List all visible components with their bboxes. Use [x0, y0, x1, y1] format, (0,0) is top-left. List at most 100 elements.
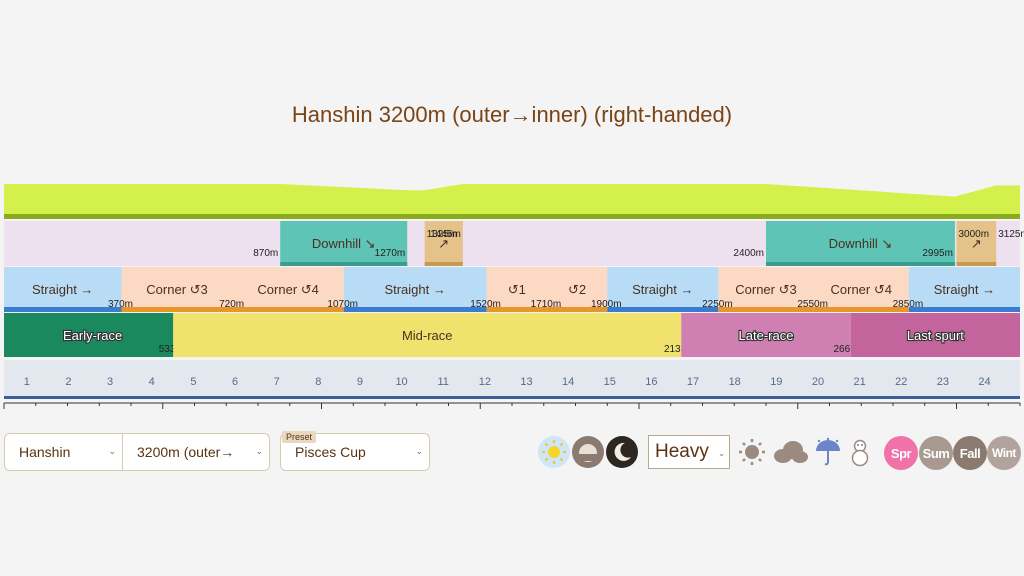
- season-spring-button[interactable]: Spr: [884, 436, 918, 470]
- slope-marker: 870m: [253, 248, 278, 259]
- track-section-underline: [908, 307, 1020, 312]
- track-section-underline: [343, 307, 487, 312]
- ground-condition-select[interactable]: Heavy ⌄: [648, 435, 730, 469]
- season-winter-label: Wint: [992, 446, 1016, 460]
- season-summer-label: Sum: [922, 445, 950, 461]
- phase-marker: 2667m: [833, 344, 864, 355]
- lap-number: 8: [315, 376, 321, 388]
- track-select[interactable]: Hanshin ⌄: [4, 433, 123, 471]
- lap-number: 7: [274, 376, 280, 388]
- slope-marker: 1445m: [430, 229, 461, 240]
- slope-segment-underline: [424, 262, 463, 266]
- track-section: [121, 267, 233, 312]
- track-marker: 2850m: [893, 299, 924, 310]
- season-summer-button[interactable]: Sum: [919, 436, 953, 470]
- track-section-label: Corner ↺4: [257, 282, 318, 297]
- lap-number: 3: [107, 376, 113, 388]
- phase-marker: 2133m: [664, 344, 695, 355]
- weather-cloudy-button[interactable]: [771, 436, 809, 468]
- preset-select-value: Pisces Cup: [295, 444, 366, 460]
- course-select[interactable]: 3200m (outer→ ⌄: [122, 433, 270, 471]
- preset-label: Preset: [282, 431, 317, 443]
- lap-number: 15: [604, 376, 616, 388]
- track-marker: 1070m: [327, 299, 358, 310]
- track-section-underline: [813, 307, 909, 312]
- lap-number: 5: [190, 376, 196, 388]
- track-section-label: Straight →: [384, 282, 445, 297]
- umbrella-icon: [816, 437, 840, 466]
- phase-segment: [681, 313, 851, 357]
- track-section: [718, 267, 814, 312]
- track-section: [813, 267, 909, 312]
- lap-number: 19: [770, 376, 782, 388]
- slope-segment-underline: [280, 262, 408, 266]
- track-section-underline: [121, 307, 233, 312]
- season-winter-button[interactable]: Wint: [987, 436, 1021, 470]
- track-section-label: Corner ↺3: [735, 282, 796, 297]
- track-section-label: Straight →: [934, 282, 995, 297]
- lap-number: 17: [687, 376, 699, 388]
- track-marker: 2250m: [702, 299, 733, 310]
- chevron-down-icon: ⌄: [108, 446, 116, 456]
- track-section: [4, 267, 122, 312]
- phase-segment: [173, 313, 682, 357]
- track-section-label: ↺2: [568, 282, 586, 297]
- lap-number: 21: [853, 376, 865, 388]
- track-section-underline: [486, 307, 547, 312]
- lap-number: 24: [978, 376, 990, 388]
- track-section: [908, 267, 1020, 312]
- slope-label: ↗: [438, 236, 449, 251]
- track-section-underline: [607, 307, 719, 312]
- track-section: [607, 267, 719, 312]
- lap-number: 9: [357, 376, 363, 388]
- lap-number: 2: [65, 376, 71, 388]
- track-section-underline: [718, 307, 814, 312]
- slope-marker: 2995m: [922, 248, 953, 259]
- lap-number: 14: [562, 376, 574, 388]
- slope-label: Downhill ↘: [312, 236, 376, 251]
- track-marker: 1520m: [470, 299, 501, 310]
- slope-label: Downhill ↘: [829, 236, 893, 251]
- track-section-underline: [546, 307, 608, 312]
- season-fall-button[interactable]: Fall: [953, 436, 987, 470]
- track-marker: 2550m: [797, 299, 828, 310]
- chevron-down-icon: ⌄: [718, 449, 725, 458]
- track-section-label: ↺1: [508, 282, 526, 297]
- track-marker: 1710m: [531, 299, 562, 310]
- track-section-underline: [4, 307, 122, 312]
- track-section-label: Corner ↺3: [146, 282, 207, 297]
- slope-marker: 1325m: [427, 229, 458, 240]
- track-section-underline: [232, 307, 344, 312]
- sun-icon: [739, 439, 765, 465]
- evening-button[interactable]: [572, 436, 604, 468]
- slope-marker: 2400m: [733, 248, 764, 259]
- daytime-button[interactable]: [538, 436, 570, 468]
- track-section: [486, 267, 547, 312]
- track-section: [546, 267, 608, 312]
- lap-number: 22: [895, 376, 907, 388]
- track-section: [232, 267, 344, 312]
- weather-sunny-button[interactable]: [736, 436, 768, 468]
- track-marker: 370m: [108, 299, 133, 310]
- slope-marker: 3125m: [998, 229, 1024, 240]
- slope-segment-underline: [956, 262, 997, 266]
- lap-number: 10: [395, 376, 407, 388]
- phase-segment: [4, 313, 174, 357]
- ground-condition-value: Heavy: [655, 441, 709, 462]
- track-section-label: Corner ↺4: [831, 282, 892, 297]
- night-button[interactable]: [606, 436, 638, 468]
- weather-rainy-button[interactable]: [812, 436, 844, 468]
- slope-marker: 1270m: [375, 248, 406, 259]
- lap-row-underline: [4, 396, 1020, 399]
- slope-segment-underline: [766, 262, 955, 266]
- snowman-icon: [851, 439, 869, 467]
- phase-marker: 533m: [159, 344, 184, 355]
- sunset-icon: [578, 444, 598, 462]
- weather-snowy-button[interactable]: [844, 436, 876, 468]
- lap-number: 13: [520, 376, 532, 388]
- lap-number: 6: [232, 376, 238, 388]
- lap-number: 1: [24, 376, 30, 388]
- lap-number: 20: [812, 376, 824, 388]
- lap-number: 18: [729, 376, 741, 388]
